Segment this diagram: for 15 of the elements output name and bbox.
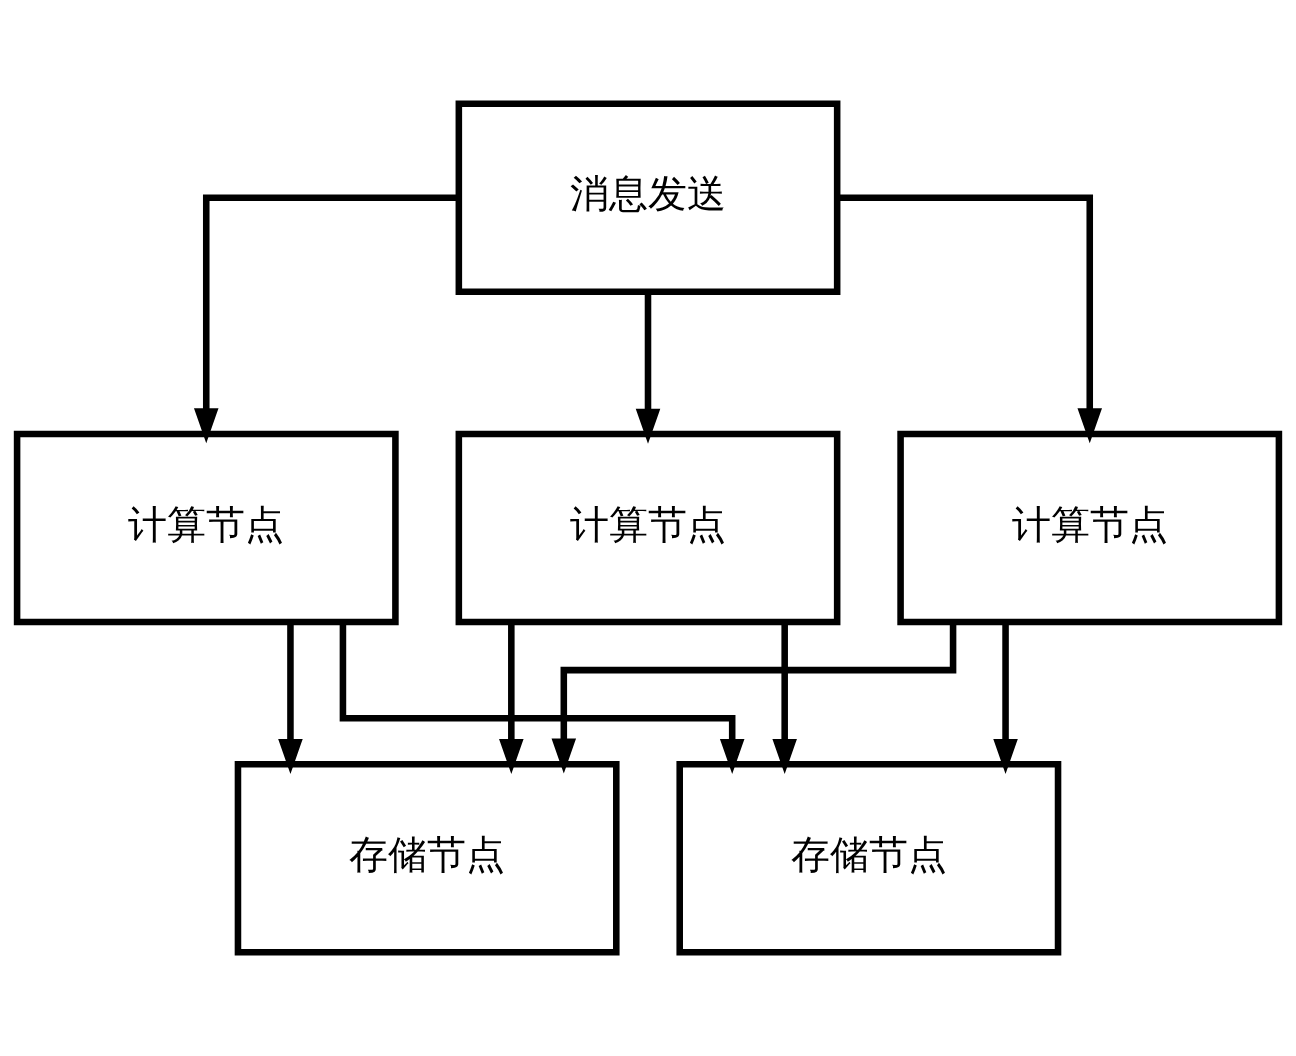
- arrow: [993, 622, 1018, 775]
- arrow: [837, 194, 1103, 444]
- arrow: [278, 622, 303, 775]
- node-box: 存储节点: [234, 760, 620, 956]
- node-box: 计算节点: [13, 430, 399, 626]
- arrow: [551, 622, 957, 774]
- node-box: 计算节点: [897, 430, 1283, 626]
- arrow: [193, 194, 459, 444]
- arrow: [772, 622, 797, 775]
- arrow: [635, 292, 661, 444]
- node-box: 消息发送: [455, 100, 841, 296]
- arrow: [339, 622, 745, 774]
- arrow: [499, 622, 524, 775]
- node-box: 存储节点: [676, 760, 1062, 956]
- node-box: 计算节点: [455, 430, 841, 626]
